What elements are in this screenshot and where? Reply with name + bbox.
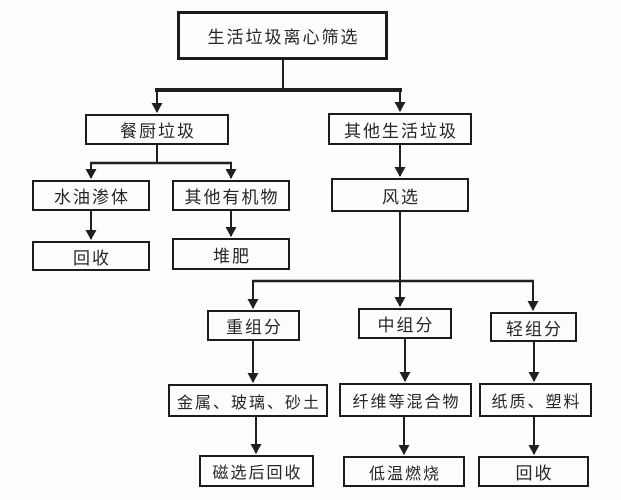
node-fiber-mixture: 纤维等混合物 xyxy=(339,383,472,417)
node-light-fraction: 轻组分 xyxy=(490,312,577,342)
node-root-label: 生活垃圾离心筛选 xyxy=(207,28,360,48)
node-kitchen-waste-label: 餐厨垃圾 xyxy=(120,122,196,142)
node-low-temperature-combustion: 低温燃烧 xyxy=(343,456,465,487)
node-light-fraction-label: 轻组分 xyxy=(506,319,563,340)
node-paper-plastic: 纸质、塑料 xyxy=(479,383,592,417)
node-medium-fraction: 中组分 xyxy=(358,308,452,339)
node-recycle-right-label: 回收 xyxy=(515,464,554,484)
node-heavy-fraction-label: 重组分 xyxy=(226,318,283,338)
node-compost: 堆肥 xyxy=(172,238,290,270)
node-air-classification: 风选 xyxy=(331,178,469,212)
node-metal-glass-sand: 金属、玻璃、砂土 xyxy=(168,384,328,417)
node-recycle-left-label: 回收 xyxy=(73,248,111,269)
node-compost-label: 堆肥 xyxy=(213,246,251,267)
node-root: 生活垃圾离心筛选 xyxy=(177,11,388,60)
node-water-oil-seepage: 水油渗体 xyxy=(32,180,150,211)
node-other-household-waste-label: 其他生活垃圾 xyxy=(344,121,458,142)
node-recycle-left: 回收 xyxy=(32,241,150,271)
node-other-organics: 其他有机物 xyxy=(172,180,290,211)
node-paper-plastic-label: 纸质、塑料 xyxy=(491,392,582,411)
node-water-oil-seepage-label: 水油渗体 xyxy=(54,188,130,208)
node-magnetic-separation-recycle-label: 磁选后回收 xyxy=(212,463,303,482)
node-other-household-waste: 其他生活垃圾 xyxy=(328,113,472,145)
node-air-classification-label: 风选 xyxy=(382,187,420,208)
node-other-organics-label: 其他有机物 xyxy=(184,188,280,208)
node-kitchen-waste: 餐厨垃圾 xyxy=(85,114,229,145)
node-magnetic-separation-recycle: 磁选后回收 xyxy=(199,455,314,487)
node-recycle-right: 回收 xyxy=(478,456,589,487)
node-fiber-mixture-label: 纤维等混合物 xyxy=(352,392,461,411)
node-medium-fraction-label: 中组分 xyxy=(377,316,435,336)
node-heavy-fraction: 重组分 xyxy=(207,310,300,341)
node-low-temperature-combustion-label: 低温燃烧 xyxy=(368,463,441,483)
node-metal-glass-sand-label: 金属、玻璃、砂土 xyxy=(176,392,321,412)
